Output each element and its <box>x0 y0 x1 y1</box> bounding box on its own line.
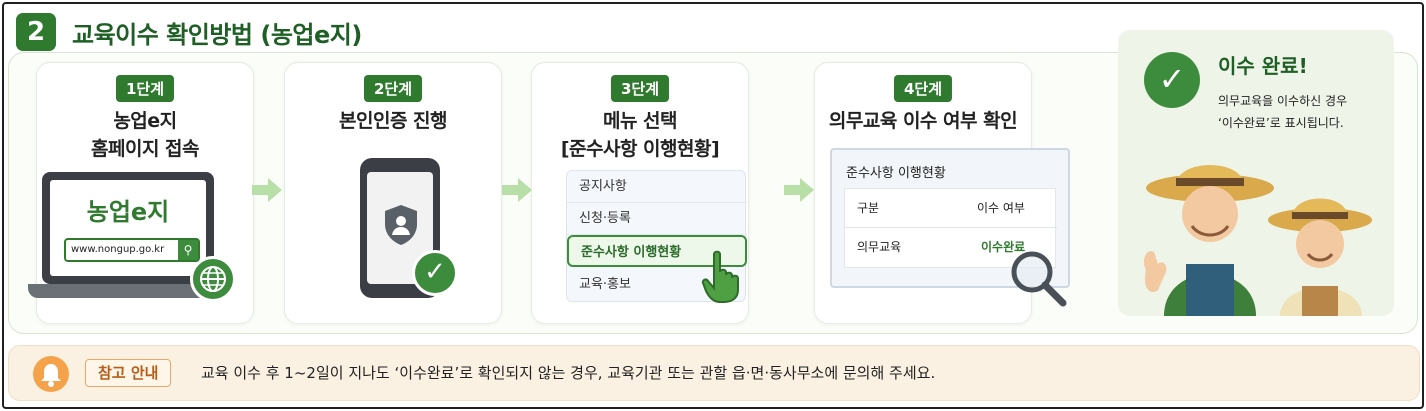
step-2-badge: 2단계 <box>363 75 423 102</box>
step-4-title: 의무교육 이수 여부 확인 <box>828 110 1018 132</box>
completion-description: 의무교육을 이수하신 경우 ‘이수완료’로 표시됩니다. <box>1218 94 1348 130</box>
laptop-webpage: 농업e지 www.nongup.go.kr ⚲ <box>50 180 206 276</box>
url-bar: www.nongup.go.kr ⚲ <box>64 238 200 262</box>
step-4-badge: 4단계 <box>893 75 953 102</box>
laptop-base <box>28 284 228 298</box>
notice-text: 교육 이수 후 1~2일이 지나도 ‘이수완료’로 확인되지 않는 경우, 교육… <box>201 364 936 382</box>
step-3-badge: 3단계 <box>610 75 670 102</box>
check-icon: ✓ <box>412 250 458 296</box>
notice-tag: 참고 안내 <box>85 359 172 387</box>
section-header: 2 교육이수 확인방법 (농업e지) <box>16 12 362 52</box>
url-text: www.nongup.go.kr <box>71 244 165 255</box>
menu-item-application[interactable]: 신청·등록 <box>567 203 747 235</box>
step-1-badge: 1단계 <box>115 75 175 102</box>
search-icon: ⚲ <box>178 240 198 260</box>
step-1-title: 농업e지 홈페이지 접속 <box>91 110 200 160</box>
menu-item-education[interactable]: 교육·홍보 <box>579 277 631 292</box>
table-grid: 구분 이수 여부 의무교육 이수완료 <box>844 188 1057 268</box>
completion-title: 이수 완료! <box>1218 54 1308 78</box>
laptop-screen: 농업e지 www.nongup.go.kr ⚲ <box>42 172 214 284</box>
table-header-category: 구분 <box>857 201 880 215</box>
step-2-card: 2단계 본인인증 진행 <box>284 62 502 324</box>
arrow-right-icon <box>502 178 532 202</box>
section-title: 교육이수 확인방법 (농업e지) <box>72 20 362 49</box>
section-number-badge: 2 <box>16 13 56 51</box>
arrow-right-icon <box>784 178 814 202</box>
step-2-title: 본인인증 진행 <box>339 110 448 132</box>
farmers-illustration <box>1143 165 1372 316</box>
globe-icon <box>190 256 236 302</box>
table-header-completion: 이수 여부 <box>977 201 1025 215</box>
site-logo: 농업e지 <box>86 198 170 226</box>
table-cell-completion: 이수완료 <box>981 240 1026 254</box>
pointing-hand-icon <box>701 250 739 303</box>
magnifier-icon <box>1011 251 1067 307</box>
completion-panel: ✓ 이수 완료! 의무교육을 이수하신 경우 ‘이수완료’로 표시됩니다. <box>1118 30 1394 316</box>
check-circle-icon: ✓ <box>1144 52 1200 108</box>
step-3-title: 메뉴 선택 [준수사항 이행현황] <box>560 110 720 160</box>
table-divider <box>845 227 1057 228</box>
arrow-right-icon <box>252 178 282 202</box>
shield-user-icon <box>385 205 417 245</box>
table-title: 준수사항 이행현황 <box>846 166 946 181</box>
notice-bar: 참고 안내 교육 이수 후 1~2일이 지나도 ‘이수완료’로 확인되지 않는 … <box>8 345 1420 401</box>
table-cell-category: 의무교육 <box>857 240 902 254</box>
laptop-illustration: 농업e지 www.nongup.go.kr ⚲ <box>28 172 228 300</box>
menu-item-notice[interactable]: 공지사항 <box>567 171 747 203</box>
bell-icon <box>33 356 69 392</box>
